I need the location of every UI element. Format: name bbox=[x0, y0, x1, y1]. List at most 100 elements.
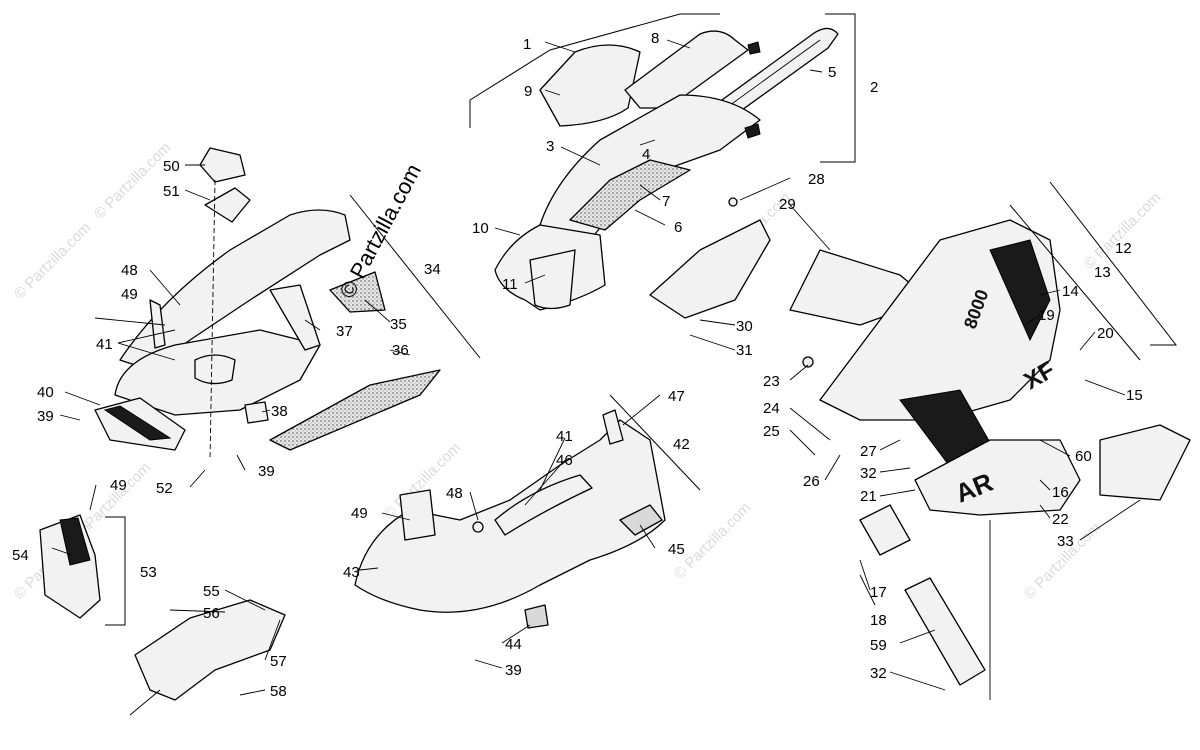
side-panel-right-group[interactable]: AR XF 8000 bbox=[649, 197, 1191, 686]
fairing-graphic bbox=[989, 239, 1051, 342]
part-49-tab[interactable] bbox=[399, 489, 436, 541]
label-12: 12 bbox=[1115, 240, 1132, 257]
label-15: 15 bbox=[1126, 387, 1143, 404]
label-53: 53 bbox=[140, 564, 157, 581]
label-46: 46 bbox=[556, 452, 573, 469]
label-34: 34 bbox=[424, 261, 441, 278]
part-36-pad[interactable] bbox=[269, 369, 441, 451]
label-44: 44 bbox=[505, 636, 522, 653]
cover-line bbox=[129, 689, 161, 716]
part-35-pad[interactable] bbox=[329, 271, 386, 313]
part-46-rail[interactable] bbox=[494, 474, 593, 536]
part-16-lower[interactable] bbox=[914, 439, 1081, 516]
part-50-ring[interactable] bbox=[199, 147, 246, 183]
bracket-42 bbox=[609, 394, 701, 491]
console-opening bbox=[194, 354, 236, 385]
bracket-13 bbox=[1009, 204, 1141, 361]
part-37-bracket[interactable] bbox=[269, 284, 321, 351]
part-11-flap[interactable] bbox=[529, 249, 576, 310]
label-5: 5 bbox=[828, 64, 836, 81]
label-29: 29 bbox=[779, 196, 796, 213]
bracket-53 bbox=[105, 516, 126, 626]
label-30: 30 bbox=[736, 318, 753, 335]
label-24: 24 bbox=[763, 400, 780, 417]
label-60: 60 bbox=[1075, 448, 1092, 465]
label-39: 39 bbox=[37, 408, 54, 425]
part-48-nut[interactable] bbox=[472, 521, 484, 533]
label-36: 36 bbox=[392, 342, 409, 359]
callout-labels: 1 2 3 4 5 6 7 8 9 10 11 12 13 14 15 16 1… bbox=[12, 30, 1143, 700]
part-45-scoop[interactable] bbox=[619, 504, 663, 536]
part-55-cover[interactable] bbox=[134, 599, 286, 701]
label-10: 10 bbox=[472, 220, 489, 237]
bellypan-group[interactable] bbox=[354, 409, 666, 629]
seat-cover-group[interactable] bbox=[494, 27, 839, 311]
label-59: 59 bbox=[870, 637, 887, 654]
label-21: 21 bbox=[860, 488, 877, 505]
part-29-panel[interactable] bbox=[649, 219, 771, 319]
label-25: 25 bbox=[763, 423, 780, 440]
watermark-text: © Partzilla.com bbox=[91, 139, 174, 222]
label-13: 13 bbox=[1094, 264, 1111, 281]
label-49b: 49 bbox=[110, 477, 127, 494]
label-37: 37 bbox=[336, 323, 353, 340]
label-3: 3 bbox=[546, 138, 554, 155]
part-38-bracket[interactable] bbox=[244, 401, 269, 424]
label-45: 45 bbox=[668, 541, 685, 558]
label-4: 4 bbox=[642, 146, 650, 163]
assembly-line bbox=[209, 179, 216, 461]
part-47-bracket[interactable] bbox=[602, 409, 624, 445]
bracket-34 bbox=[349, 194, 481, 359]
clip bbox=[747, 41, 761, 55]
bracket-2 bbox=[820, 13, 856, 163]
leader-lines bbox=[51, 39, 1141, 700]
part-6-foam[interactable] bbox=[569, 159, 691, 231]
label-9: 9 bbox=[524, 83, 532, 100]
label-14: 14 bbox=[1062, 283, 1079, 300]
label-20: 20 bbox=[1097, 325, 1114, 342]
label-26: 26 bbox=[803, 473, 820, 490]
label-39c: 39 bbox=[505, 662, 522, 679]
label-52: 52 bbox=[156, 480, 173, 497]
label-48: 48 bbox=[121, 262, 138, 279]
part-23-grommet[interactable] bbox=[802, 356, 814, 368]
label-28: 28 bbox=[808, 171, 825, 188]
part-51-bezel[interactable] bbox=[204, 187, 251, 223]
label-27: 27 bbox=[860, 443, 877, 460]
label-42: 42 bbox=[673, 436, 690, 453]
label-40: 40 bbox=[37, 384, 54, 401]
watermark-text: © Partzilla.com bbox=[11, 219, 94, 302]
part-8-trim[interactable] bbox=[624, 30, 749, 109]
label-32: 32 bbox=[860, 465, 877, 482]
part-33-vent[interactable] bbox=[1099, 424, 1191, 501]
part-59-strip[interactable] bbox=[904, 577, 986, 686]
label-39b: 39 bbox=[258, 463, 275, 480]
label-23: 23 bbox=[763, 373, 780, 390]
label-2: 2 bbox=[870, 79, 878, 96]
label-43: 43 bbox=[343, 564, 360, 581]
part-18-plate[interactable] bbox=[859, 504, 911, 556]
label-32b: 32 bbox=[870, 665, 887, 682]
label-18: 18 bbox=[870, 612, 887, 629]
label-49c: 49 bbox=[351, 505, 368, 522]
clip bbox=[744, 123, 761, 139]
part-28-grommet[interactable] bbox=[728, 197, 738, 207]
label-56: 56 bbox=[203, 605, 220, 622]
console-group[interactable] bbox=[94, 147, 441, 461]
label-50: 50 bbox=[163, 158, 180, 175]
label-22: 22 bbox=[1052, 511, 1069, 528]
label-16: 16 bbox=[1052, 484, 1069, 501]
part-9-pad[interactable] bbox=[539, 44, 641, 127]
part-34-hood[interactable] bbox=[119, 209, 351, 371]
side-panel-group[interactable] bbox=[39, 514, 286, 716]
label-49: 49 bbox=[121, 286, 138, 303]
label-11: 11 bbox=[502, 276, 518, 293]
label-41: 41 bbox=[96, 336, 113, 353]
part-44-plate[interactable] bbox=[524, 604, 549, 629]
label-47: 47 bbox=[668, 388, 685, 405]
watermark-text: © Partzilla.com bbox=[1081, 189, 1164, 272]
label-41b: 41 bbox=[556, 428, 573, 445]
label-8: 8 bbox=[651, 30, 659, 47]
